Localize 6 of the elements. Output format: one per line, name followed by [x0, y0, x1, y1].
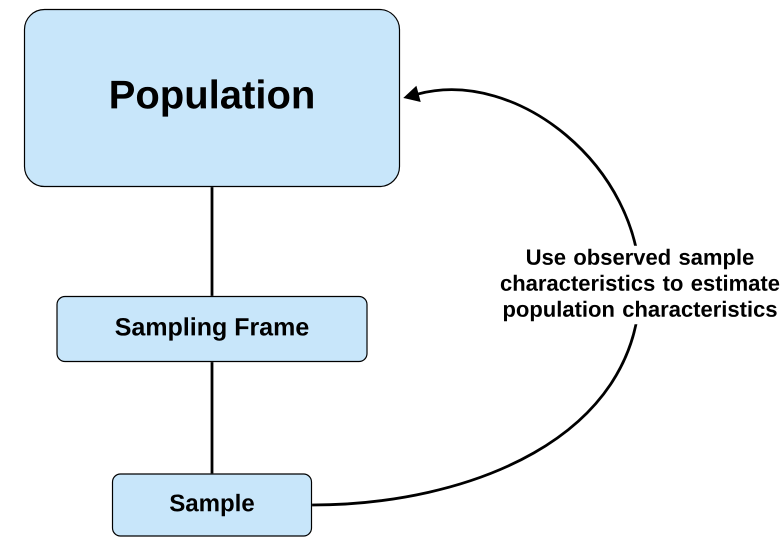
edge-label: Use observed sample characteristics to estimate population characteristics [500, 248, 780, 322]
process-box: Sample [112, 473, 312, 537]
connector-line [210, 187, 214, 296]
process-box: Population [24, 8, 400, 188]
process-box: Sampling Frame [56, 296, 368, 362]
connector-line [210, 362, 214, 474]
